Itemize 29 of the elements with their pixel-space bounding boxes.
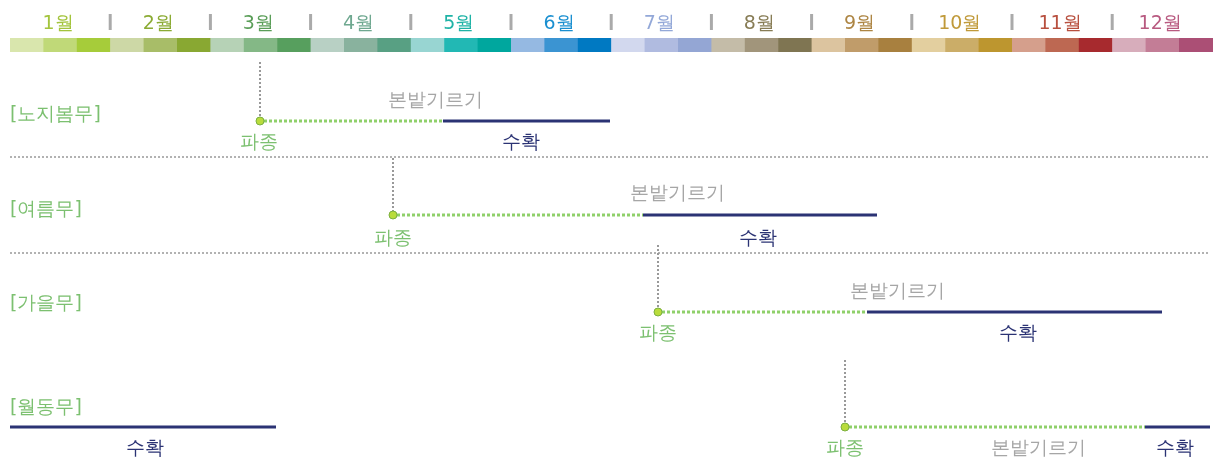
month-label: 4월: [343, 11, 375, 33]
period-label: 본밭기르기: [990, 436, 1086, 458]
month-label: 12월: [1138, 11, 1182, 33]
month-label: 11월: [1038, 11, 1082, 33]
month-label: 3월: [242, 11, 274, 33]
harvest-label: 수확: [739, 226, 777, 248]
row-label: [가을무]: [10, 291, 82, 313]
row-label: [월동무]: [10, 395, 82, 417]
month-label: 6월: [543, 11, 575, 33]
month-label: 8월: [743, 11, 775, 33]
period-label: 본밭기르기: [629, 181, 725, 203]
row-label: [여름무]: [10, 197, 82, 219]
harvest-label: 수확: [502, 130, 540, 152]
month-label: 7월: [643, 11, 675, 33]
harvest-label: 수확: [999, 321, 1037, 343]
month-label: 10월: [938, 11, 982, 33]
row-label: [노지봄무]: [10, 102, 101, 124]
sowing-label: 파종: [826, 436, 864, 458]
sowing-label: 파종: [639, 321, 677, 343]
month-label: 5월: [443, 11, 475, 33]
month-label: 9월: [844, 11, 876, 33]
sowing-label: 파종: [240, 130, 278, 152]
month-label: 1월: [42, 11, 74, 33]
period-label: 본밭기르기: [387, 88, 483, 110]
harvest-label: 수확: [126, 436, 164, 458]
sowing-label: 파종: [374, 226, 412, 248]
period-label: 본밭기르기: [849, 279, 945, 301]
month-label: 2월: [142, 11, 174, 33]
harvest-label: 수확: [1156, 436, 1194, 458]
